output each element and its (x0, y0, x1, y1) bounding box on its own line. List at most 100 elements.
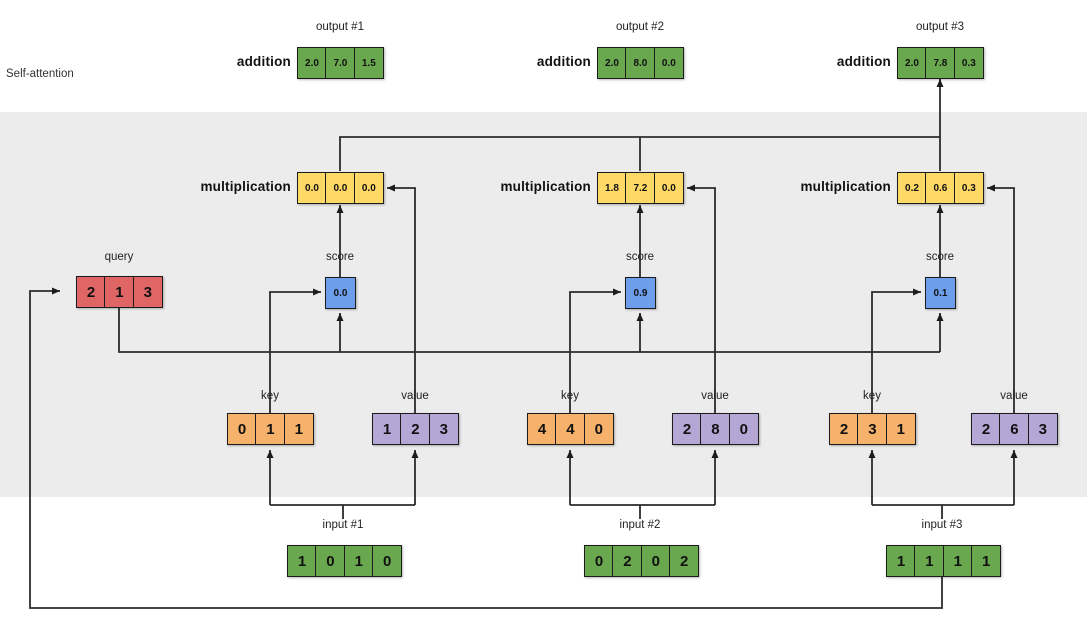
query-cell-1: 1 (104, 276, 135, 308)
multiplication-label-1: multiplication (200, 179, 291, 194)
value-label-1: value (401, 390, 429, 402)
key-label-2: key (561, 390, 579, 402)
input-vector-3: 1 1 1 1 (886, 545, 1002, 577)
input-label-3: input #3 (916, 519, 968, 531)
multiplication-2-cell-0: 1.8 (597, 172, 627, 204)
input-3-cell-0: 1 (886, 545, 916, 577)
input-vector-2: 0 2 0 2 (584, 545, 700, 577)
addition-2-cell-1: 8.0 (625, 47, 656, 79)
score-box-3: 0.1 (925, 277, 956, 309)
score-3-value: 0.1 (925, 277, 956, 309)
value-2-cell-0: 2 (672, 413, 702, 445)
input-3-cell-1: 1 (914, 545, 945, 577)
value-label-3: value (1000, 390, 1028, 402)
value-3-cell-0: 2 (971, 413, 1001, 445)
key-1-cell-1: 1 (255, 413, 286, 445)
multiplication-3-cell-0: 0.2 (897, 172, 927, 204)
multiplication-2-cell-1: 7.2 (625, 172, 656, 204)
addition-vector-3: 2.0 7.8 0.3 (897, 47, 984, 79)
key-label-3: key (863, 390, 881, 402)
value-2-cell-2: 0 (728, 413, 759, 445)
value-to-mult-arrow-1 (387, 184, 416, 413)
diagram-title: Self-attention (6, 68, 74, 80)
input-label-1: input #1 (317, 519, 369, 531)
addition-1-cell-0: 2.0 (297, 47, 327, 79)
input-3-cell-3: 1 (971, 545, 1002, 577)
input-branch-line-2 (570, 504, 715, 520)
addition-vector-2: 2.0 8.0 0.0 (597, 47, 684, 79)
addition-3-cell-1: 7.8 (925, 47, 956, 79)
value-label-2: value (701, 390, 729, 402)
key-3-cell-2: 1 (885, 413, 916, 445)
addition-label-2: addition (536, 54, 591, 69)
multiplication-label-3: multiplication (800, 179, 891, 194)
multiplication-1-cell-0: 0.0 (297, 172, 327, 204)
value-vector-3: 2 6 3 (971, 413, 1058, 445)
output-label-2: output #2 (616, 21, 664, 33)
key-2-cell-0: 4 (527, 413, 557, 445)
input-3-cell-2: 1 (942, 545, 973, 577)
addition-label-3: addition (836, 54, 891, 69)
key-vector-2: 4 4 0 (527, 413, 614, 445)
input-1-cell-2: 1 (343, 545, 374, 577)
addition-2-cell-0: 2.0 (597, 47, 627, 79)
addition-1-cell-1: 7.0 (325, 47, 356, 79)
input-2-cell-1: 2 (612, 545, 643, 577)
output-label-3: output #3 (916, 21, 964, 33)
value-1-cell-0: 1 (372, 413, 402, 445)
addition-3-cell-0: 2.0 (897, 47, 927, 79)
score-box-1: 0.0 (325, 277, 356, 309)
value-to-mult-arrow-3 (987, 184, 1015, 413)
multiplication-bus-line (339, 136, 940, 171)
addition-3-cell-2: 0.3 (953, 47, 984, 79)
addition-1-cell-2: 1.5 (353, 47, 384, 79)
value-3-cell-1: 6 (999, 413, 1030, 445)
input-vector-1: 1 0 1 0 (287, 545, 403, 577)
multiplication-3-cell-2: 0.3 (953, 172, 984, 204)
input-branch-line-3 (872, 504, 1014, 520)
value-vector-2: 2 8 0 (672, 413, 759, 445)
input-2-cell-2: 0 (640, 545, 671, 577)
key-1-cell-2: 1 (283, 413, 314, 445)
multiplication-1-cell-1: 0.0 (325, 172, 356, 204)
input-1-cell-0: 1 (287, 545, 317, 577)
input-2-cell-3: 2 (669, 545, 700, 577)
score-2-value: 0.9 (625, 277, 656, 309)
key-to-score-arrow-1 (269, 288, 321, 413)
multiplication-1-cell-2: 0.0 (353, 172, 384, 204)
addition-vector-1: 2.0 7.0 1.5 (297, 47, 384, 79)
query-cell-2: 3 (132, 276, 163, 308)
value-3-cell-2: 3 (1027, 413, 1058, 445)
key-to-score-arrow-3 (871, 288, 921, 413)
multiplication-vector-1: 0.0 0.0 0.0 (297, 172, 384, 204)
key-vector-3: 2 3 1 (829, 413, 916, 445)
key-vector-1: 0 1 1 (227, 413, 314, 445)
value-2-cell-1: 8 (700, 413, 731, 445)
addition-2-cell-2: 0.0 (653, 47, 684, 79)
multiplication-2-cell-2: 0.0 (653, 172, 684, 204)
query-bus-line (118, 306, 940, 353)
multiplication-3-cell-1: 0.6 (925, 172, 956, 204)
score-1-value: 0.0 (325, 277, 356, 309)
value-1-cell-1: 2 (400, 413, 431, 445)
key-3-cell-1: 3 (857, 413, 888, 445)
multiplication-vector-2: 1.8 7.2 0.0 (597, 172, 684, 204)
value-to-mult-arrow-2 (687, 184, 716, 413)
value-vector-1: 1 2 3 (372, 413, 459, 445)
score-label-1: score (325, 251, 355, 263)
key-1-cell-0: 0 (227, 413, 257, 445)
input3-to-query-arrow (29, 287, 943, 609)
query-vector: 2 1 3 (76, 276, 163, 308)
key-to-score-arrow-2 (569, 288, 621, 413)
value-1-cell-2: 3 (428, 413, 459, 445)
key-3-cell-0: 2 (829, 413, 859, 445)
score-box-2: 0.9 (625, 277, 656, 309)
key-label-1: key (261, 390, 279, 402)
key-2-cell-1: 4 (555, 413, 586, 445)
multiplication-label-2: multiplication (500, 179, 591, 194)
input-label-2: input #2 (614, 519, 666, 531)
input-1-cell-3: 0 (372, 545, 403, 577)
key-2-cell-2: 0 (583, 413, 614, 445)
